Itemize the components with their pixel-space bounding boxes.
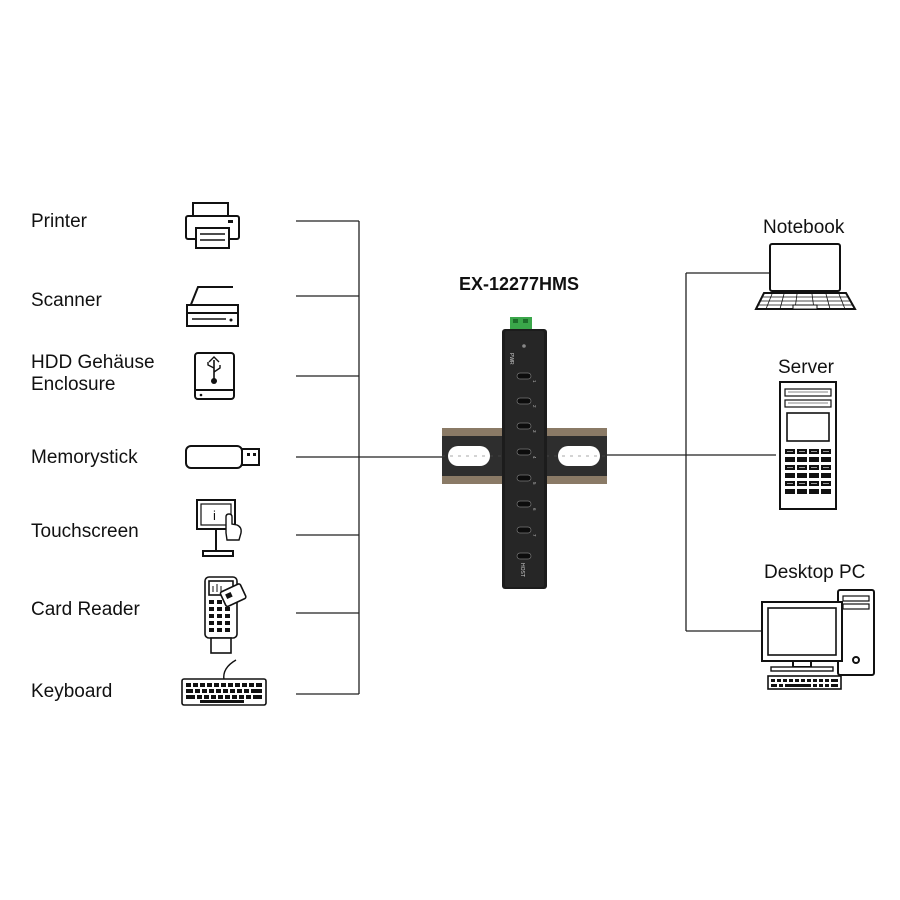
label-scanner: Scanner <box>31 290 102 311</box>
host-label: HOST <box>519 563 525 577</box>
svg-text:6: 6 <box>532 508 537 511</box>
usb-c-port-7: 7 <box>516 526 537 537</box>
terminal-block <box>510 317 532 330</box>
desktop-pc-icon <box>761 589 875 690</box>
label-hdd-enclosure-line1: HDD Gehäuse <box>31 352 155 373</box>
laptop-icon <box>754 243 857 310</box>
scanner-icon <box>186 286 239 327</box>
label-hdd-enclosure-line2: Enclosure <box>31 374 116 395</box>
label-touchscreen: Touchscreen <box>31 521 139 542</box>
printer-icon <box>185 202 240 249</box>
touchscreen-kiosk-icon: i <box>196 499 242 557</box>
usb-stick-icon <box>185 445 260 469</box>
label-memorystick: Memorystick <box>31 447 138 468</box>
svg-text:1: 1 <box>532 380 537 383</box>
device-model-title: EX-12277HMS <box>459 274 580 294</box>
card-reader-icon <box>204 576 247 654</box>
label-keyboard: Keyboard <box>31 681 113 702</box>
connection-lines <box>296 220 776 695</box>
usb-c-port-2: 2 <box>516 397 537 408</box>
svg-text:3: 3 <box>532 430 537 433</box>
svg-text:7: 7 <box>532 534 537 537</box>
usb-c-port-1: 1 <box>516 372 537 383</box>
usb-c-port-5: 5 <box>516 474 537 485</box>
label-desktop-pc: Desktop PC <box>764 562 866 583</box>
usb-c-port-6: 6 <box>516 500 537 511</box>
label-printer: Printer <box>31 211 87 232</box>
svg-text:i: i <box>213 508 216 523</box>
usb-c-port-3: 3 <box>516 422 537 433</box>
pwr-label: PWR <box>508 353 514 365</box>
power-led <box>522 344 526 348</box>
server-icon <box>779 381 837 510</box>
label-notebook: Notebook <box>763 217 845 238</box>
usb-c-port-host: HOST <box>516 552 532 577</box>
svg-text:4: 4 <box>532 456 537 459</box>
usb-hub-device: PWR 1 2 3 4 5 6 <box>502 317 547 589</box>
hdd-enclosure-icon <box>194 352 235 400</box>
svg-text:2: 2 <box>532 405 537 408</box>
keyboard-icon <box>181 659 267 706</box>
usb-c-port-4: 4 <box>516 448 537 459</box>
label-card-reader: Card Reader <box>31 599 140 620</box>
svg-text:5: 5 <box>532 482 537 485</box>
label-server: Server <box>778 357 834 378</box>
